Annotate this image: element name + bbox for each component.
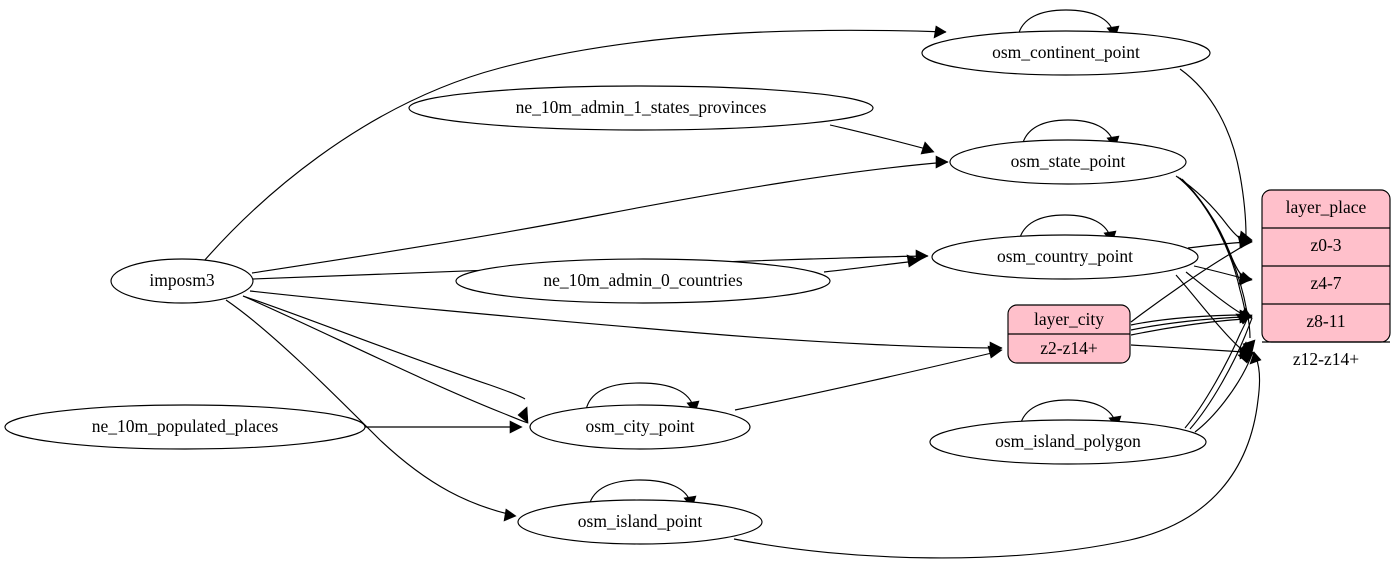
edge-imposm3-to-osm_island_point [225,299,513,516]
node-label-imposm3: imposm3 [149,270,214,290]
selfloop-osm_island_polygon [1019,399,1117,427]
edge-ne_10m_admin_1_states_provinces-to-osm_state_point [829,124,931,151]
node-layer_city[interactable]: layer_city z2-z14+ [1007,304,1131,364]
node-label-osm_state_point: osm_state_point [1011,151,1126,171]
arrowhead-icon [1249,351,1262,365]
arrowhead-icon [906,254,921,268]
selfloop-osm_city_point [585,382,695,411]
edge-osm_state_point-to-layer_place-z8-11 [1179,177,1247,317]
node-shape-osm_city_point[interactable] [529,404,751,450]
edge-layer_city-to-layer_place-z8-11-a [1130,314,1247,326]
node-shape-osm_island_polygon[interactable] [929,419,1207,465]
edge-osm_country_point-to-layer_place-z12-z14 [1175,274,1241,349]
edge-osm_city_point-to-layer_city [734,351,997,411]
selfloop-osm_continent_point [1017,9,1115,37]
node-osm_state_point[interactable]: osm_state_point [949,139,1187,185]
edge-osm_country_point-to-layer_place-z4-7 [1193,265,1247,280]
node-osm_city_point[interactable]: osm_city_point [529,404,751,450]
edge-osm_island_polygon-to-layer_place-z12-z14 [1194,353,1253,433]
edge-layer [203,9,1262,559]
edge-osm_country_point-to-layer_place-z8-11 [1185,271,1243,315]
edge-imposm3-to-layer_city [249,290,1003,349]
edge-osm_country_point-to-layer_place-z0-3 [1187,241,1247,249]
arrowhead-icon [1237,351,1255,364]
arrowhead-icon [509,420,523,434]
record-title-layer_place: layer_place [1286,197,1367,217]
selfloop-osm_country_point [1018,214,1112,242]
node-ne_10m_populated_places[interactable]: ne_10m_populated_places [4,404,366,450]
record-row-layer_place-z0-3[interactable]: z0-3 [1310,235,1341,255]
edge-osm_state_point-to-layer_place-z12-z14 [1181,178,1251,339]
node-label-osm_island_point: osm_island_point [578,511,703,531]
edge-layer_city-to-layer_place-z8-11-b [1130,316,1247,331]
node-ne_10m_admin_1_states_provinces[interactable]: ne_10m_admin_1_states_provinces [408,85,874,131]
node-shape-ne_10m_admin_1_states_provinces[interactable] [408,85,874,131]
edge-imposm3-to-osm_state_point [251,161,949,274]
record-row-layer_place-z8-11[interactable]: z8-11 [1306,311,1345,331]
edge-ne_10m_admin_0_countries-to-osm_country_point [823,260,917,273]
record-row-layer_city-z2-z14[interactable]: z2-z14+ [1040,338,1098,358]
node-imposm3[interactable]: imposm3 [110,258,254,304]
edge-osm_island_polygon-to-layer_place-z8-11-b [1189,317,1253,430]
node-shape-osm_country_point[interactable] [931,234,1199,280]
node-shape-ne_10m_populated_places[interactable] [4,404,366,450]
edge-osm_continent_point-to-layer_place-z0-3 [1179,68,1247,237]
arrowhead-icon [920,141,935,155]
selfloop-osm_island_point [588,479,692,507]
edge-imposm3-to-osm_city_point-b [242,295,529,424]
edge-layer_city-to-layer_place-z8-11-c [1130,318,1247,336]
record-title-layer_city: layer_city [1034,309,1104,329]
node-label-ne_10m_populated_places: ne_10m_populated_places [92,416,279,436]
node-label-osm_continent_point: osm_continent_point [992,42,1140,62]
node-osm_country_point[interactable]: osm_country_point [931,234,1199,280]
node-osm_continent_point[interactable]: osm_continent_point [921,30,1211,76]
node-shape-osm_state_point[interactable] [949,139,1187,185]
arrowhead-icon [503,508,517,522]
edge-imposm3-to-osm_continent_point [203,29,947,262]
node-layer: imposm3 ne_10m_admin_1_states_provinces … [4,30,1211,545]
node-label-ne_10m_admin_0_countries: ne_10m_admin_0_countries [543,270,742,290]
arrowhead-icon [915,249,929,263]
selfloop-osm_state_point [1021,119,1115,147]
edge-imposm3-to-osm_city_point [242,295,526,400]
record-row-layer_place-z12-z14[interactable]: z12-z14+ [1293,349,1359,369]
node-label-osm_city_point: osm_city_point [586,416,695,436]
record-node-layer: layer_place z0-3 z4-7 z8-11 z12-z14+ lay… [1007,189,1391,369]
arrowhead-icon [517,406,529,424]
edge-layer_city-to-layer_place-z12-z14 [1130,344,1245,353]
arrowhead-icon [1237,235,1253,249]
arrowhead-icon [1238,271,1253,285]
node-shape-imposm3[interactable] [110,258,254,304]
arrowhead-icon [987,345,1003,359]
node-layer_place[interactable]: layer_place z0-3 z4-7 z8-11 z12-z14+ [1261,189,1391,369]
node-ne_10m_admin_0_countries[interactable]: ne_10m_admin_0_countries [455,258,831,304]
node-shape-osm_continent_point[interactable] [921,30,1211,76]
record-row-layer_place-z4-7[interactable]: z4-7 [1310,273,1341,293]
node-label-ne_10m_admin_1_states_provinces: ne_10m_admin_1_states_provinces [516,97,767,117]
edge-osm_island_point-to-layer_place-z12-z14 [733,357,1261,559]
arrowhead-icon [933,25,947,39]
edge-osm_state_point-to-layer_place-z0-3 [1175,175,1247,243]
node-label-osm_island_polygon: osm_island_polygon [995,431,1141,451]
node-osm_island_polygon[interactable]: osm_island_polygon [929,419,1207,465]
arrowhead-icon [935,155,949,169]
arrowhead-icon [1235,313,1253,325]
node-shape-osm_island_point[interactable] [517,499,763,545]
node-label-osm_country_point: osm_country_point [997,246,1133,266]
node-osm_island_point[interactable]: osm_island_point [517,499,763,545]
node-shape-ne_10m_admin_0_countries[interactable] [455,258,831,304]
